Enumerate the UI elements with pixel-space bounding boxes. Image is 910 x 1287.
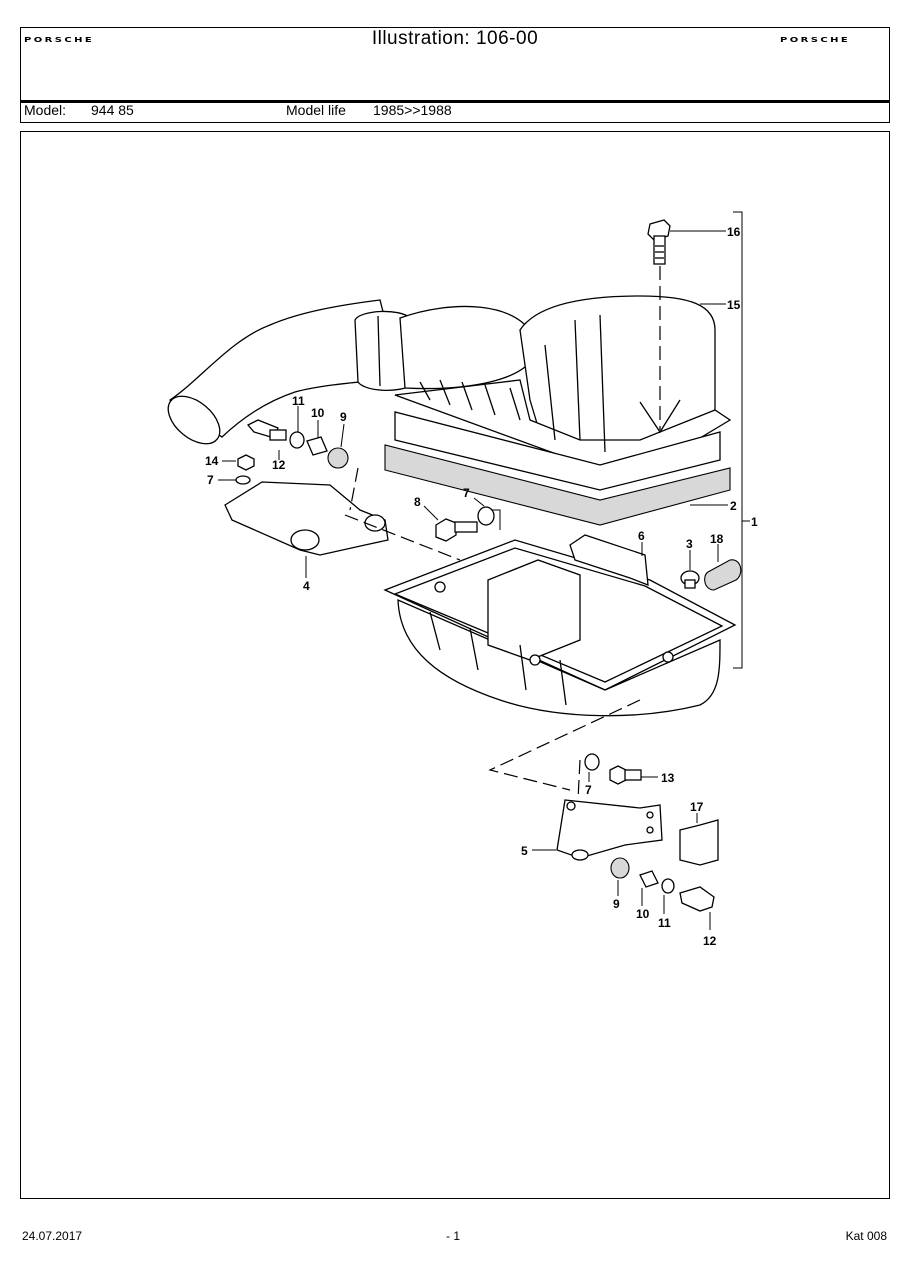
callout-7b: 7 bbox=[463, 486, 470, 500]
callout-8: 8 bbox=[414, 495, 421, 509]
callout-10b: 10 bbox=[636, 907, 650, 921]
model-label: Model: bbox=[24, 102, 67, 118]
callout-13: 13 bbox=[661, 771, 675, 785]
callout-11b: 11 bbox=[658, 916, 671, 930]
bolt-8-washer-7-drawing bbox=[423, 497, 501, 542]
bolt-16-drawing bbox=[647, 219, 726, 265]
clamp-3-sleeve-18-drawing bbox=[680, 544, 742, 591]
footer-date: 24.07.2017 bbox=[22, 1229, 83, 1243]
callout-3: 3 bbox=[686, 537, 693, 551]
bracket-5-group-drawing bbox=[532, 753, 719, 930]
callout-12: 12 bbox=[272, 458, 286, 472]
porsche-logo-left: PORSCHE bbox=[24, 36, 95, 44]
filter-element-2-drawing bbox=[384, 411, 731, 526]
callout-18: 18 bbox=[710, 532, 724, 546]
callout-1: 1 bbox=[751, 515, 758, 529]
footer-page-number: - 1 bbox=[446, 1229, 461, 1243]
callout-7: 7 bbox=[207, 473, 214, 487]
assembly-bracket bbox=[733, 211, 750, 669]
callout-7c: 7 bbox=[585, 783, 592, 797]
intake-hose-drawing bbox=[167, 299, 537, 445]
callout-17: 17 bbox=[690, 800, 704, 814]
callout-11: 11 bbox=[292, 394, 305, 408]
callout-14: 14 bbox=[205, 454, 219, 468]
mount-bracket-4-drawing bbox=[218, 406, 461, 578]
callout-9b: 9 bbox=[613, 897, 620, 911]
page-title: Illustration: 106-00 bbox=[371, 28, 539, 49]
callout-15: 15 bbox=[727, 298, 741, 312]
model-life-label: Model life bbox=[286, 102, 346, 118]
callout-2: 2 bbox=[730, 499, 737, 513]
model-info-frame bbox=[20, 101, 890, 123]
callout-10: 10 bbox=[311, 406, 325, 420]
footer-catalog: Kat 008 bbox=[845, 1229, 887, 1243]
illustration-frame bbox=[20, 131, 890, 1199]
porsche-logo-right: PORSCHE bbox=[780, 36, 851, 44]
lower-housing-drawing bbox=[383, 534, 737, 791]
model-life-value: 1985>>1988 bbox=[373, 102, 452, 118]
upper-housing-15-drawing bbox=[394, 266, 732, 471]
model-value: 944 85 bbox=[91, 102, 134, 118]
callout-5: 5 bbox=[521, 844, 528, 858]
callout-12b: 12 bbox=[703, 934, 717, 948]
callout-16: 16 bbox=[727, 225, 741, 239]
callout-9: 9 bbox=[340, 410, 347, 424]
callout-4: 4 bbox=[303, 579, 310, 593]
callout-6: 6 bbox=[638, 529, 645, 543]
